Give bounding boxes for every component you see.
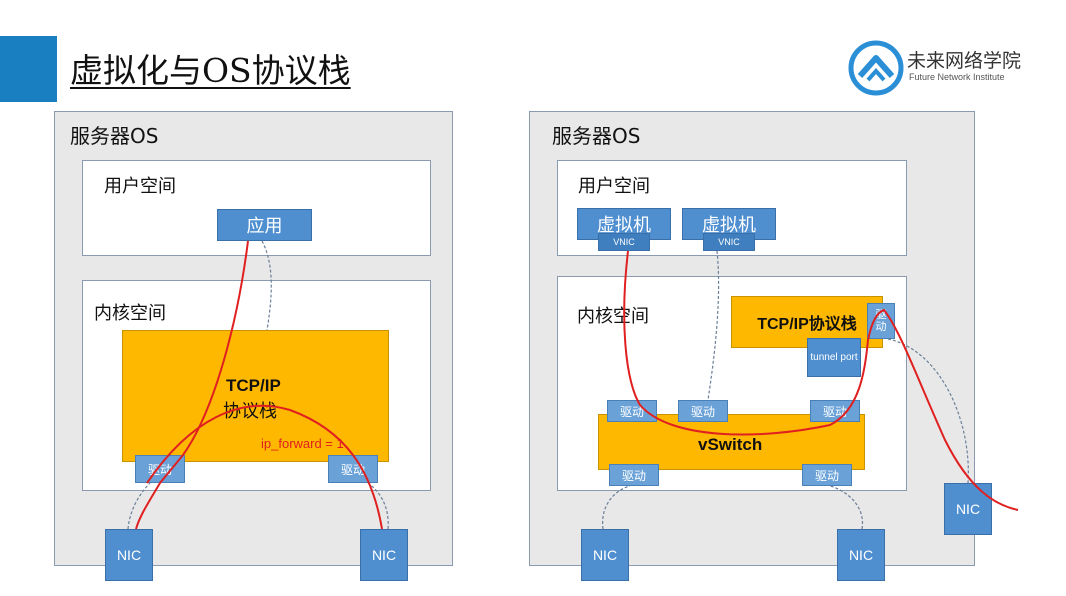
right-nic-2: NIC [837,529,885,581]
left-nic-2: NIC [360,529,408,581]
left-protocol-stack-label: 协议栈 [223,401,277,422]
left-driver-2: 驱动 [328,455,378,483]
vswitch-port-1: 驱动 [607,400,657,422]
left-kernel-space-label: 内核空间 [94,303,166,324]
vnic-2: VNIC [703,233,755,251]
left-nic-1: NIC [105,529,153,581]
vswitch-uplink-1: 驱动 [609,464,659,486]
logo-icon [848,40,904,96]
logo-text-cn: 未来网络学院 [907,50,1022,72]
vnic-1: VNIC [598,233,650,251]
left-user-space-label: 用户空间 [104,176,176,197]
logo-text-en: Future Network Institute [909,72,1005,82]
page-title: 虚拟化与OS协议栈 [70,51,351,90]
vswitch-label: vSwitch [698,435,763,454]
vswitch-uplink-2: 驱动 [802,464,852,486]
right-nic-1: NIC [581,529,629,581]
right-kernel-space-label: 内核空间 [577,306,649,327]
left-driver-1: 驱动 [135,455,185,483]
left-app-box: 应用 [217,209,312,241]
ip-forward-label: ip_forward = 1 [261,436,344,451]
right-tcp-driver: 驱动 [867,303,895,339]
vswitch-port-2: 驱动 [678,400,728,422]
right-user-space-label: 用户空间 [578,176,650,197]
vswitch-port-3: 驱动 [810,400,860,422]
outer-nic: NIC [944,483,992,535]
right-server-label: 服务器OS [552,124,641,148]
left-server-label: 服务器OS [70,124,159,148]
right-tcpip-label: TCP/IP协议栈 [757,316,857,333]
tunnel-port: tunnel port [807,338,861,377]
left-tcpip-stack [122,330,389,462]
left-tcpip-label: TCP/IP [226,376,281,395]
accent-bar [0,36,57,102]
